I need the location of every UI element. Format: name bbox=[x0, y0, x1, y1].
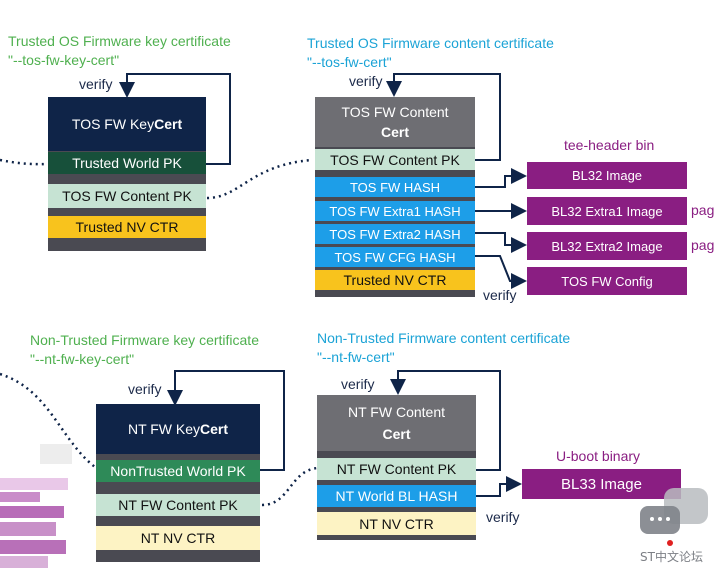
tos-fw-extra1-hash: TOS FW Extra1 HASH bbox=[315, 201, 475, 221]
bl32-image: BL32 Image bbox=[527, 162, 687, 189]
tos-fw-content-cert-box: TOS FW Content Cert TOS FW Content PK TO… bbox=[315, 97, 475, 297]
trusted-nv-ctr-content: Trusted NV CTR bbox=[315, 270, 475, 290]
nt-fw-content-cert-box: NT FW Content Cert NT FW Content PK NT W… bbox=[317, 395, 476, 540]
pag-label-2: pag bbox=[691, 237, 715, 253]
bl32-extra1-image: BL32 Extra1 Image bbox=[527, 197, 687, 225]
tos-key-cert-title: Trusted OS Firmware key certificate bbox=[8, 33, 231, 49]
dotted-key-to-content-top bbox=[206, 158, 313, 200]
tos-fw-key-header-bold: Cert bbox=[154, 116, 183, 132]
trusted-world-pk: Trusted World PK bbox=[48, 152, 206, 174]
nt-fw-content-header-line1: NT FW Content bbox=[348, 404, 445, 420]
nt-key-cert-option: "--nt-fw-key-cert" bbox=[30, 351, 135, 367]
tos-fw-content-pk: TOS FW Content PK bbox=[315, 149, 475, 170]
verify-loop-top-key bbox=[119, 73, 231, 165]
tos-fw-key-cert-header: TOS FW Key Cert bbox=[48, 97, 206, 151]
nt-fw-content-header-line2: Cert bbox=[382, 426, 411, 442]
u-boot-binary-title: U-boot binary bbox=[556, 448, 641, 464]
verify-label-top-bottom: verify bbox=[483, 287, 517, 303]
nt-key-cert-title: Non-Trusted Firmware key certificate bbox=[30, 332, 259, 348]
nt-content-cert-title: Non-Trusted Firmware content certificate bbox=[317, 330, 571, 346]
verify-label-top-key: verify bbox=[79, 76, 113, 92]
verify-label-top-content: verify bbox=[349, 73, 383, 89]
dotted-key-to-content-bottom bbox=[261, 466, 319, 507]
nt-world-bl-hash: NT World BL HASH bbox=[317, 485, 476, 507]
verify-loop-bottom-key bbox=[167, 370, 285, 471]
tos-content-cert-title: Trusted OS Firmware content certificate bbox=[307, 35, 554, 51]
bl33-image: BL33 Image bbox=[522, 469, 681, 499]
pag-label-1: pag bbox=[691, 202, 715, 218]
nt-fw-key-header-text: NT FW Key bbox=[127, 421, 201, 437]
verify-label-bottom-content: verify bbox=[341, 376, 375, 392]
dotted-in-top bbox=[0, 158, 48, 166]
tos-fw-content-cert-header: TOS FW Content Cert bbox=[315, 97, 475, 147]
trusted-nv-ctr-key: Trusted NV CTR bbox=[48, 216, 206, 238]
nt-nv-ctr-key: NT NV CTR bbox=[96, 526, 260, 550]
nontrusted-world-pk: NonTrusted World PK bbox=[96, 460, 260, 482]
nt-content-cert-option: "--nt-fw-cert" bbox=[317, 349, 395, 365]
tos-fw-cfg-hash: TOS FW CFG HASH bbox=[315, 247, 475, 267]
tos-fw-key-cert-box: TOS FW Key Cert Trusted World PK TOS FW … bbox=[48, 97, 206, 251]
tos-fw-content-header-line2: Cert bbox=[380, 124, 409, 140]
tee-header-bin-title: tee-header bin bbox=[564, 137, 655, 153]
pixelated-blur-small bbox=[40, 444, 72, 464]
arrow-tos-hash bbox=[474, 168, 527, 188]
tos-content-cert-option: "--tos-fw-cert" bbox=[307, 54, 392, 70]
verify-loop-top-content bbox=[386, 73, 501, 161]
verify-loop-bottom-content bbox=[390, 370, 501, 471]
verify-label-bottom-side: verify bbox=[486, 509, 520, 525]
tos-key-cert-option: "--tos-fw-key-cert" bbox=[8, 52, 120, 68]
tos-fw-content-header-line1: TOS FW Content bbox=[341, 104, 449, 120]
bl32-extra2-image: BL32 Extra2 Image bbox=[527, 232, 687, 260]
nt-fw-content-pk-key: NT FW Content PK bbox=[96, 494, 260, 516]
tos-fw-key-header-text: TOS FW Key bbox=[71, 116, 155, 132]
tos-fw-extra2-hash: TOS FW Extra2 HASH bbox=[315, 224, 475, 244]
forum-logo bbox=[640, 488, 710, 548]
nt-fw-key-cert-box: NT FW Key Cert NonTrusted World PK NT FW… bbox=[96, 404, 260, 562]
pixelated-blur-region bbox=[0, 470, 72, 570]
tos-fw-content-pk-key: TOS FW Content PK bbox=[48, 184, 206, 208]
nt-fw-content-cert-header: NT FW Content Cert bbox=[317, 395, 476, 451]
nt-fw-key-header-bold: Cert bbox=[200, 421, 229, 437]
watermark-text: ST中文论坛 bbox=[640, 550, 703, 564]
nt-nv-ctr-content: NT NV CTR bbox=[317, 512, 476, 535]
arrow-cfg-hash bbox=[474, 255, 527, 289]
verify-label-bottom-key: verify bbox=[128, 381, 162, 397]
tos-fw-config-image: TOS FW Config bbox=[527, 267, 687, 295]
nt-fw-key-cert-header: NT FW Key Cert bbox=[96, 404, 260, 454]
arrow-nt-bl-hash bbox=[476, 476, 522, 497]
arrow-extra2-hash bbox=[474, 232, 527, 253]
nt-fw-content-pk: NT FW Content PK bbox=[317, 458, 476, 480]
tos-fw-hash: TOS FW HASH bbox=[315, 177, 475, 197]
